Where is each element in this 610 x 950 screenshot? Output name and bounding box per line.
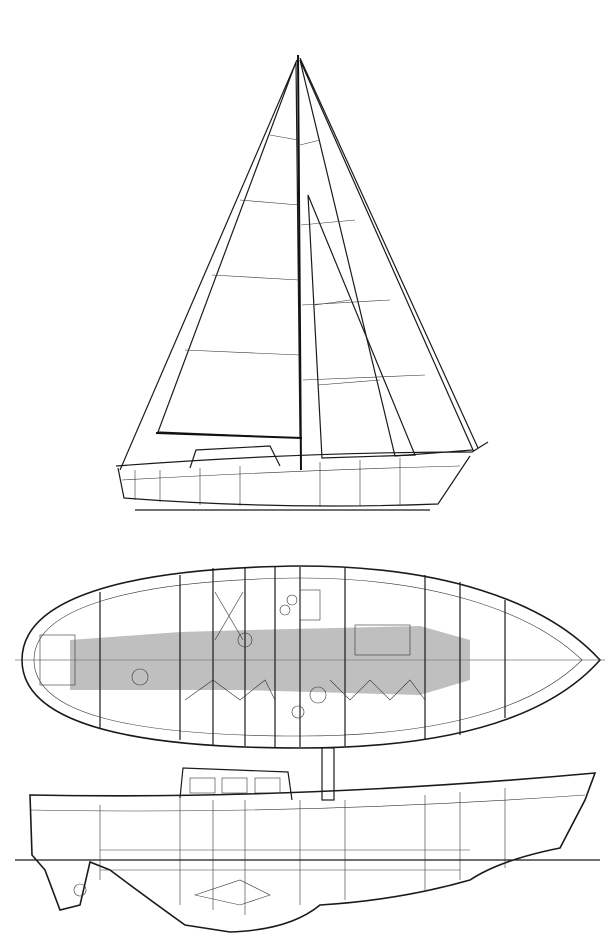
sheer-line: [115, 441, 489, 467]
hull-planking: [134, 458, 401, 507]
boom: [155, 432, 303, 439]
deckhouse: [179, 767, 293, 801]
staysail: [307, 194, 416, 459]
hull-side: [117, 455, 471, 507]
backstay: [119, 59, 298, 471]
accommodation-plan: [15, 565, 605, 749]
deckhouse: [189, 445, 281, 469]
inboard-profile: [15, 747, 600, 933]
forestay: [299, 57, 479, 449]
cabin-sole: [70, 626, 470, 695]
hull-profile: [29, 772, 597, 933]
interior-joinery: [73, 777, 506, 915]
sail-seams: [184, 134, 426, 386]
boot-stripe: [121, 465, 461, 481]
berths: [39, 589, 426, 719]
genoa: [299, 59, 474, 457]
mast-stub: [321, 747, 335, 801]
mainsail: [157, 61, 301, 439]
sail-plan: [115, 54, 489, 511]
mast: [297, 54, 302, 471]
